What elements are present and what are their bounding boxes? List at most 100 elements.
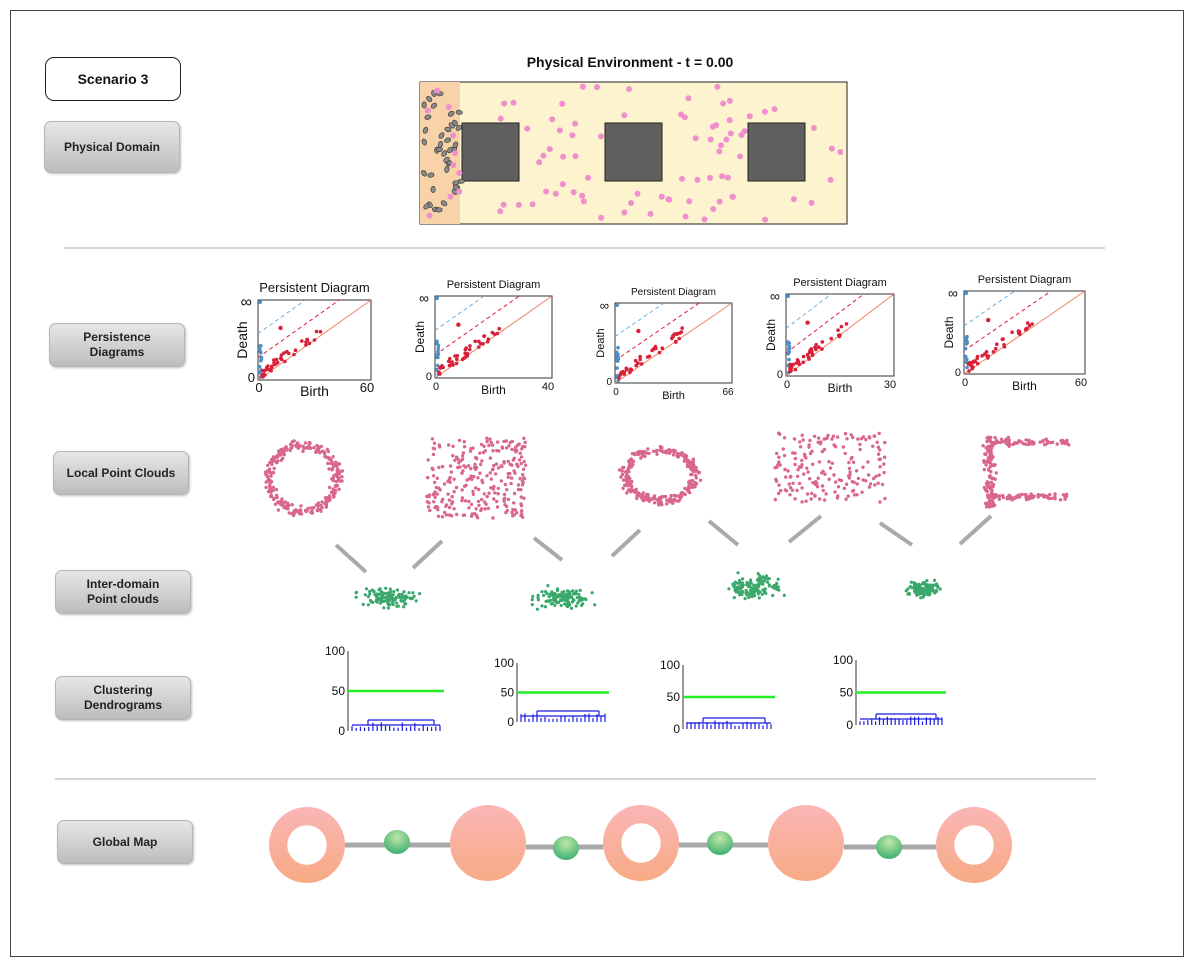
cloud-point xyxy=(815,485,820,489)
cloud-point xyxy=(426,475,430,480)
cloud-point xyxy=(456,457,460,461)
agent xyxy=(559,100,566,107)
h1-point xyxy=(1016,329,1021,333)
pd-infinity-label: ∞ xyxy=(419,290,429,306)
agent xyxy=(729,193,736,200)
h1-point xyxy=(653,346,657,350)
cloud-point xyxy=(990,490,994,495)
cloud-point xyxy=(366,595,370,599)
cloud-point xyxy=(744,588,748,593)
cloud-point xyxy=(659,500,663,505)
cloud-point xyxy=(446,492,450,496)
connector-line xyxy=(787,514,823,544)
cloud-point xyxy=(756,589,760,593)
scenario-label[interactable]: Scenario 3 xyxy=(45,57,181,101)
cloud-point xyxy=(440,515,445,519)
cloud-point xyxy=(759,579,764,583)
cloud-point xyxy=(427,501,431,505)
cloud-point xyxy=(991,476,996,481)
cloud-point xyxy=(395,588,399,592)
cloud-point xyxy=(791,481,795,485)
cloud-point xyxy=(514,450,518,454)
cloud-point xyxy=(882,455,887,459)
cloud-point xyxy=(504,504,509,509)
cloud-point xyxy=(793,497,797,501)
global-map-button[interactable]: Global Map xyxy=(57,820,193,864)
map-link-node xyxy=(876,835,902,859)
cloud-point xyxy=(508,440,512,445)
cloud-point xyxy=(520,479,525,483)
cloud-point xyxy=(1053,492,1057,496)
cloud-point xyxy=(455,512,459,517)
cloud-point xyxy=(774,477,778,481)
cloud-point xyxy=(324,497,328,501)
agent xyxy=(808,199,815,206)
cloud-point xyxy=(749,590,754,595)
map-node-hole xyxy=(954,825,994,865)
cloud-point xyxy=(773,466,777,470)
pd-zero-label: 0 xyxy=(426,371,432,383)
cloud-point xyxy=(503,496,507,500)
cloud-point xyxy=(1058,498,1063,502)
cloud-point xyxy=(519,461,523,466)
physical-domain-button[interactable]: Physical Domain xyxy=(44,121,180,173)
cloud-point xyxy=(988,461,992,465)
cloud-point xyxy=(738,578,742,583)
h0-point xyxy=(436,355,440,360)
persistence-diagrams-button[interactable]: Persistence Diagrams xyxy=(49,323,185,367)
cloud-point xyxy=(472,474,476,479)
h1-point xyxy=(645,355,650,359)
cloud-point xyxy=(845,437,849,441)
cloud-point xyxy=(878,448,882,452)
cloud-point xyxy=(286,501,290,505)
cloud-point xyxy=(474,486,478,490)
cloud-point xyxy=(631,488,635,493)
h1-point xyxy=(285,349,289,354)
dendrogram-tick: 50 xyxy=(667,690,681,704)
pd-band-h1 xyxy=(434,295,520,356)
cloud-point xyxy=(830,461,834,465)
cloud-point xyxy=(843,432,848,436)
cloud-point xyxy=(491,516,495,520)
agent xyxy=(719,173,726,180)
cloud-point xyxy=(989,503,994,508)
cloud-point xyxy=(908,585,912,589)
cloud-point xyxy=(671,453,676,457)
pd-zero-label: 0 xyxy=(613,387,619,398)
cloud-point xyxy=(483,507,487,511)
agent xyxy=(790,196,797,203)
local-point-clouds-button[interactable]: Local Point Clouds xyxy=(53,451,189,495)
clustering-dendrograms-button[interactable]: Clustering Dendrograms xyxy=(55,676,191,720)
cloud-point xyxy=(813,494,817,498)
pd-band-h0 xyxy=(434,295,485,331)
cloud-point xyxy=(771,593,775,598)
agent xyxy=(452,150,458,157)
cloud-point xyxy=(624,483,628,487)
cloud-point xyxy=(520,445,525,449)
cloud-point xyxy=(264,470,268,474)
inter-domain-point-clouds-button[interactable]: Inter-domain Point clouds xyxy=(55,570,191,614)
h1-point xyxy=(995,342,999,347)
cloud-point xyxy=(798,465,803,469)
cloud-point xyxy=(363,593,367,597)
connector-line xyxy=(411,539,444,570)
cloud-point xyxy=(364,587,369,591)
cloud-point xyxy=(523,440,527,445)
pd-title: Persistent Diagram xyxy=(259,280,370,295)
h1-point xyxy=(282,351,286,355)
cloud-point xyxy=(1063,497,1067,501)
agent xyxy=(746,113,753,120)
cloud-point xyxy=(683,486,687,491)
agent xyxy=(598,214,605,221)
cloud-point xyxy=(490,443,495,447)
cloud-point xyxy=(849,433,853,437)
cloud-point xyxy=(566,596,570,600)
cloud-point xyxy=(820,449,824,454)
cloud-point xyxy=(915,593,919,597)
cloud-point xyxy=(836,485,841,489)
cloud-point xyxy=(463,499,468,503)
cloud-point xyxy=(1007,442,1012,446)
cloud-point xyxy=(432,441,437,445)
cloud-point xyxy=(986,493,990,497)
cloud-point xyxy=(268,487,272,491)
